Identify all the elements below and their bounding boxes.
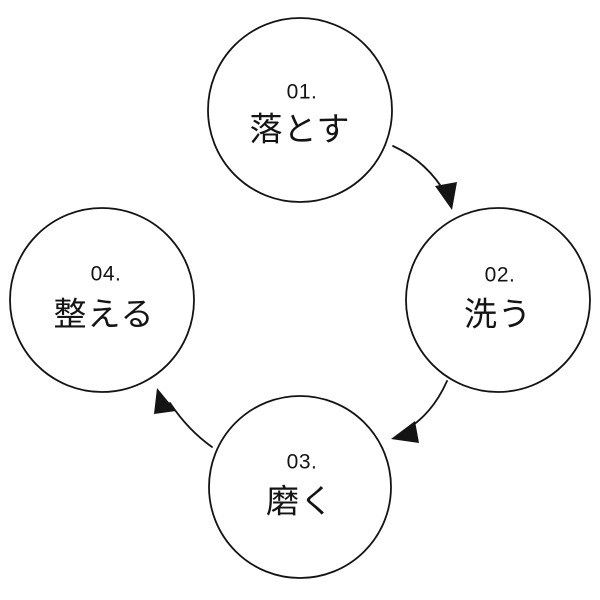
node-circle-step-04[interactable] [9,207,195,393]
node-step-01[interactable]: 01. 落とす [207,17,393,203]
arrowhead-01-02-icon [435,182,457,210]
node-circle-step-03[interactable] [208,395,392,579]
node-circle-step-02[interactable] [405,207,591,393]
node-number-step-02: 02. [485,264,516,287]
node-step-02[interactable]: 02. 洗う [405,207,591,393]
node-circle-step-01[interactable] [207,17,393,203]
node-label-step-03: 磨く [266,482,334,521]
node-label-step-02: 洗う [464,295,532,334]
arrowhead-03-04-icon [154,388,176,414]
node-step-04[interactable]: 04. 整える [9,207,195,393]
edge-step01-to-step02 [392,145,457,210]
arrowhead-02-03-icon [391,421,419,443]
node-number-step-04: 04. [91,263,122,286]
node-step-03[interactable]: 03. 磨く [208,395,392,579]
node-number-step-03: 03. [287,451,318,474]
edge-step02-to-step03 [391,380,448,443]
edge-step03-to-step04 [154,388,213,448]
node-label-step-04: 整える [53,295,154,334]
edge-line-02-03 [403,380,448,432]
node-number-step-01: 01. [287,81,318,104]
node-label-step-01: 落とす [249,110,350,149]
edge-line-03-04 [169,402,213,448]
